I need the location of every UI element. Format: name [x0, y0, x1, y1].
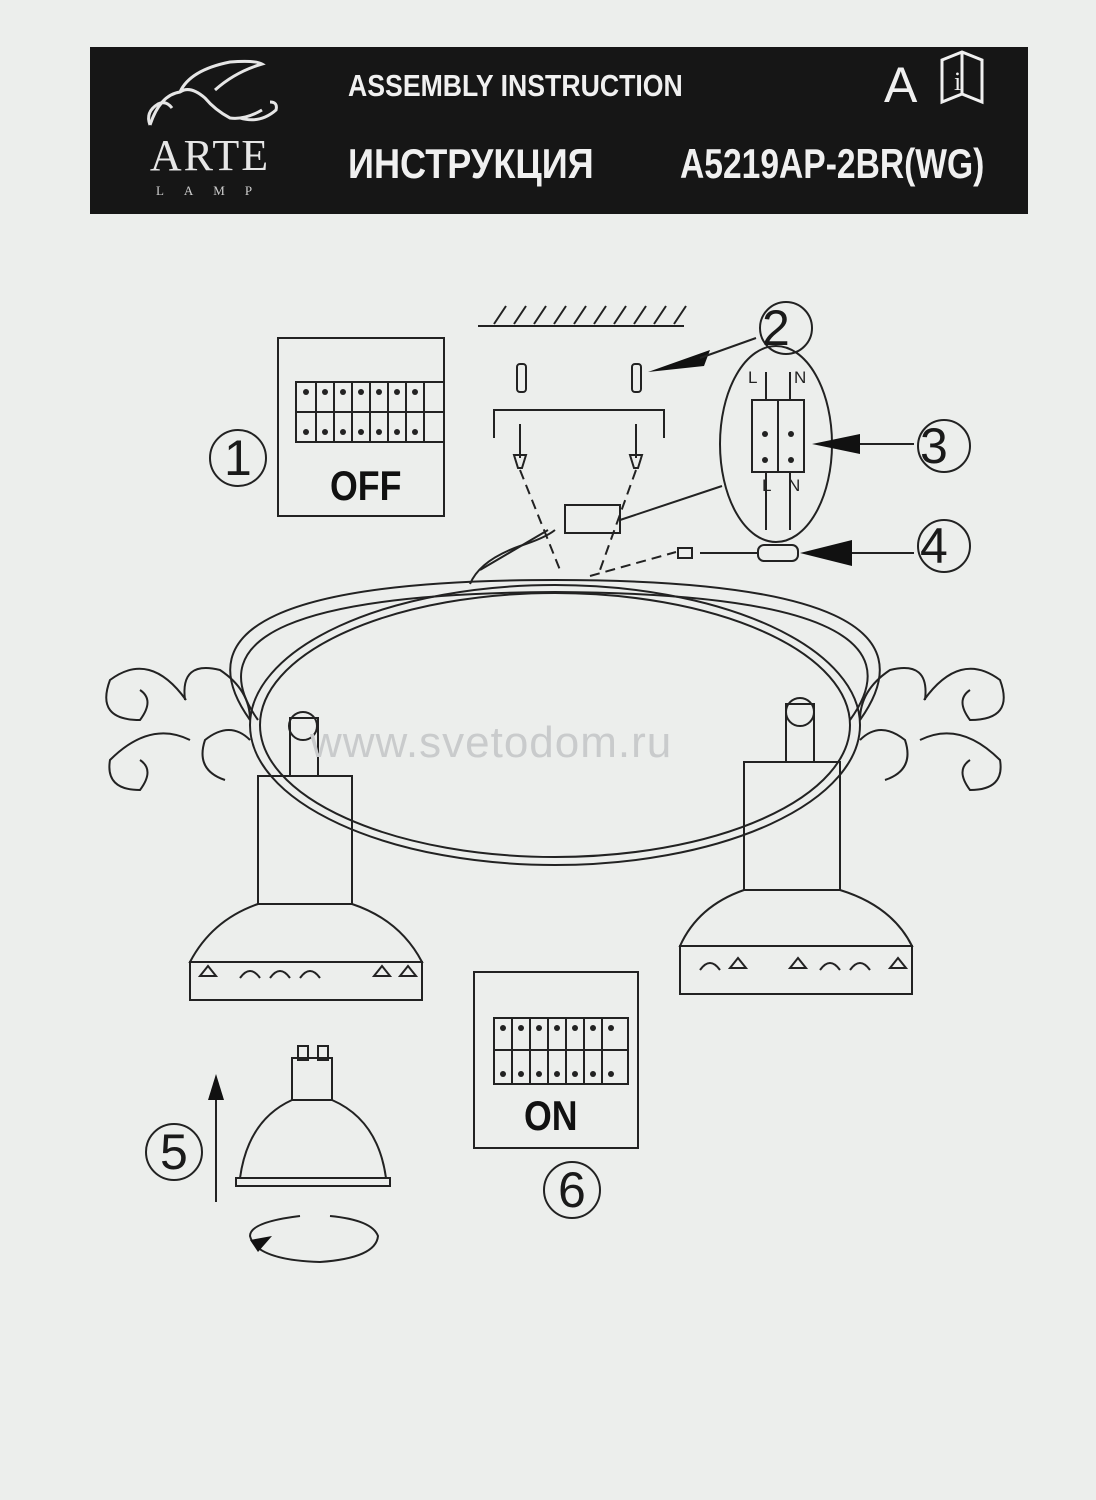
svg-text:i: i	[954, 67, 961, 96]
watermark-text: www.svetodom.ru	[310, 718, 673, 767]
terminal-l-bottom: L	[762, 476, 772, 495]
step-3-number: 3	[920, 418, 948, 474]
terminal-n-top: N	[794, 368, 807, 387]
brand-logo: ARTE	[149, 131, 271, 180]
language-letter: A	[884, 57, 918, 113]
step-6-number: 6	[558, 1162, 586, 1218]
step-4-number: 4	[920, 518, 948, 574]
title-russian: ИНСТРУКЦИЯ	[348, 140, 594, 187]
switch-off-label: OFF	[330, 462, 402, 509]
header-bar	[90, 47, 1028, 214]
terminal-n-bottom: N	[788, 476, 801, 495]
brand-subtitle: LAMP	[155, 183, 273, 198]
step-1-number: 1	[224, 430, 252, 486]
terminal-l-top: L	[748, 368, 758, 387]
title-english: ASSEMBLY INSTRUCTION	[348, 68, 683, 103]
model-number: A5219AP-2BR(WG)	[680, 140, 985, 187]
switch-on-label: ON	[524, 1092, 578, 1139]
step-5-number: 5	[160, 1124, 188, 1180]
step-2-number: 2	[762, 300, 790, 356]
